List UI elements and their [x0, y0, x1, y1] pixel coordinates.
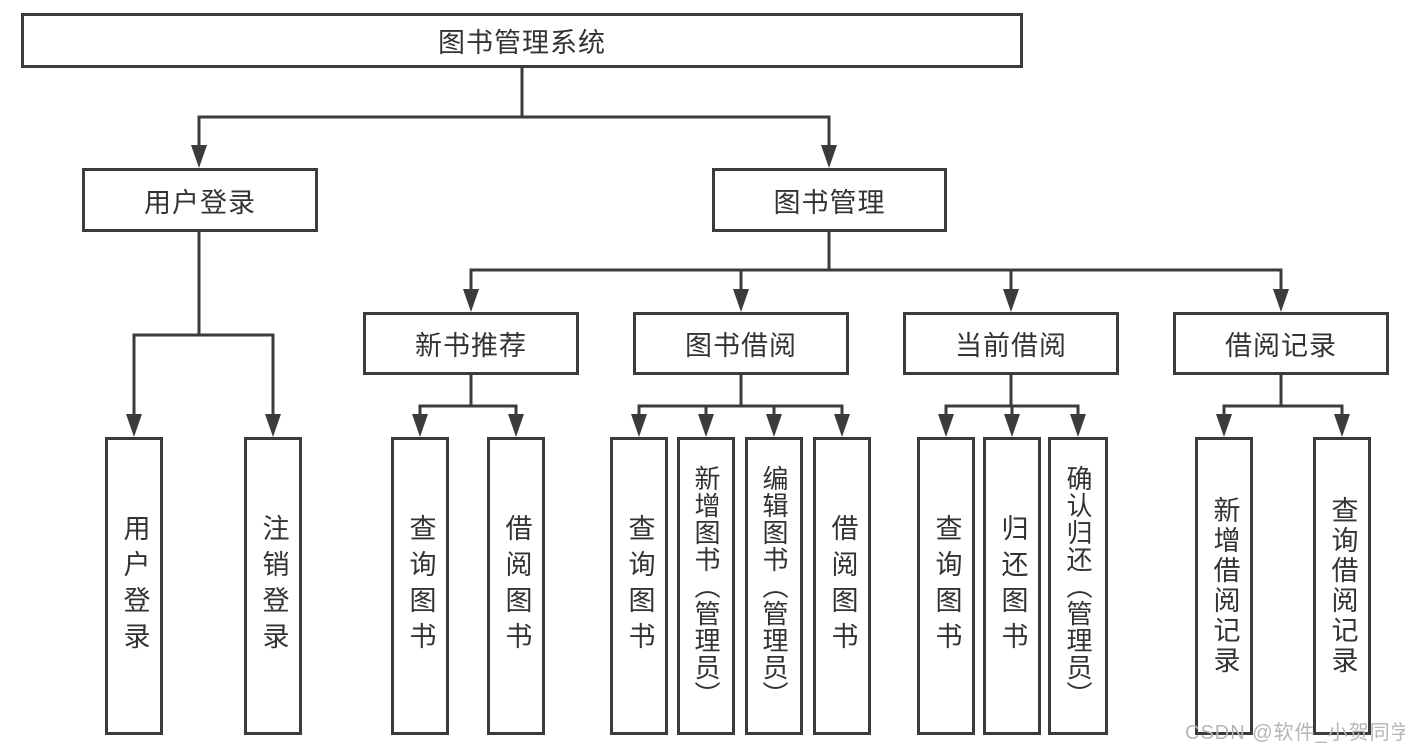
- arrowhead: [1003, 289, 1019, 312]
- edge-new-book-recommend-to-leaves: [418, 373, 518, 422]
- node-borrow-records: 借阅记录: [1173, 312, 1389, 375]
- leaf-label: 注销登录: [258, 514, 289, 658]
- leaf-label: 查询图书: [624, 514, 655, 658]
- node-book-management: 图书管理: [712, 168, 947, 232]
- node-label: 图书管理: [773, 187, 886, 218]
- leaf-query-books-current: 查询图书: [917, 437, 975, 735]
- leaf-borrow-books-recommend: 借阅图书: [487, 437, 545, 735]
- leaf-label: 编辑图书（管理员）: [759, 464, 789, 708]
- arrowhead: [766, 414, 782, 437]
- arrowhead: [463, 289, 479, 312]
- arrowhead: [631, 414, 647, 437]
- node-book-borrow: 图书借阅: [633, 312, 849, 375]
- arrowhead: [508, 414, 524, 437]
- leaf-label: 查询图书: [931, 514, 962, 658]
- node-current-borrow: 当前借阅: [903, 312, 1119, 375]
- leaf-query-books-recommend: 查询图书: [391, 437, 449, 735]
- leaf-borrow-books: 借阅图书: [813, 437, 871, 735]
- leaf-label: 归还图书: [997, 514, 1028, 658]
- leaf-label: 借阅图书: [827, 514, 858, 658]
- csdn-watermark: CSDN @软件_小贺同学: [1185, 722, 1405, 744]
- leaf-confirm-return-admin: 确认归还（管理员）: [1048, 437, 1108, 735]
- node-new-book-recommend: 新书推荐: [363, 312, 579, 375]
- leaf-add-book-admin: 新增图书（管理员）: [677, 437, 735, 735]
- arrowhead: [698, 414, 714, 437]
- arrowhead: [821, 145, 837, 168]
- node-label: 借阅记录: [1225, 331, 1337, 361]
- leaf-logout: 注销登录: [244, 437, 302, 735]
- leaf-edit-book-admin: 编辑图书（管理员）: [745, 437, 803, 735]
- edge-book-borrow-to-leaves: [637, 373, 844, 422]
- node-user-login: 用户登录: [82, 168, 318, 232]
- leaf-add-borrow-record: 新增借阅记录: [1195, 437, 1253, 735]
- leaf-label: 查询图书: [405, 514, 436, 658]
- arrowhead: [1334, 414, 1350, 437]
- leaf-label: 新增图书（管理员）: [691, 464, 721, 708]
- node-label: 当前借阅: [955, 331, 1067, 361]
- arrowhead: [1070, 414, 1086, 437]
- leaf-user-login: 用户登录: [105, 437, 163, 735]
- node-label: 图书管理系统: [438, 28, 606, 58]
- node-label: 用户登录: [144, 187, 256, 218]
- edge-user-login-to-leaves: [132, 230, 275, 422]
- node-label: 新书推荐: [415, 331, 527, 361]
- leaf-label: 查询借阅记录: [1327, 496, 1358, 676]
- edge-root-to-level2: [197, 66, 831, 152]
- edge-borrow-records-to-leaves: [1222, 373, 1344, 422]
- arrowhead: [1216, 414, 1232, 437]
- leaf-label: 确认归还（管理员）: [1063, 464, 1093, 708]
- node-root: 图书管理系统: [21, 13, 1023, 68]
- edge-book-management-to-level3: [469, 230, 1283, 297]
- arrowhead: [938, 414, 954, 437]
- leaf-query-books-borrow: 查询图书: [610, 437, 668, 735]
- arrowheads: [126, 145, 1350, 437]
- arrowhead: [191, 145, 207, 168]
- arrowhead: [733, 289, 749, 312]
- arrowhead: [834, 414, 850, 437]
- leaf-query-borrow-record: 查询借阅记录: [1313, 437, 1371, 735]
- arrowhead: [412, 414, 428, 437]
- node-label: 图书借阅: [685, 331, 797, 361]
- edge-current-borrow-to-leaves: [944, 373, 1080, 422]
- leaf-label: 借阅图书: [501, 514, 532, 658]
- arrowhead: [1004, 414, 1020, 437]
- arrowhead: [1273, 289, 1289, 312]
- leaf-label: 新增借阅记录: [1209, 496, 1240, 676]
- leaf-return-book: 归还图书: [983, 437, 1041, 735]
- arrowhead: [265, 414, 281, 437]
- leaf-label: 用户登录: [119, 514, 150, 658]
- arrowhead: [126, 414, 142, 437]
